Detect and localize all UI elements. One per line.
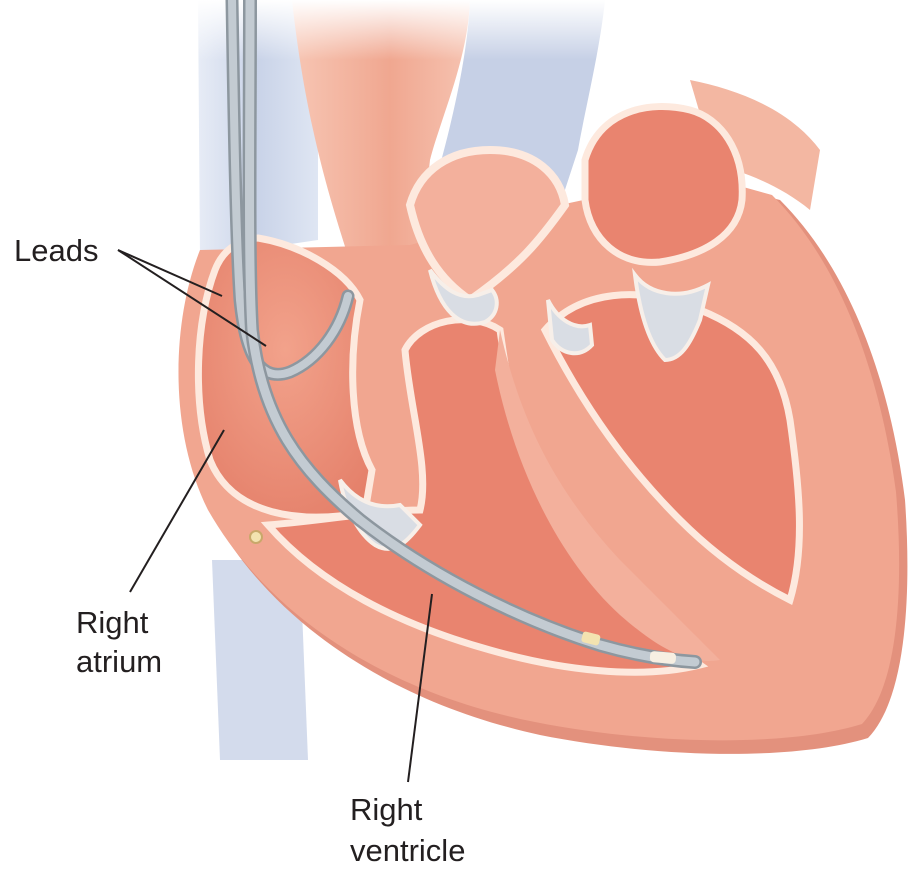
top-fade	[180, 0, 840, 60]
right-atrium-label-line1: Right	[76, 605, 149, 640]
right-ventricle-label-line2: ventricle	[350, 833, 465, 868]
ventricular-tip-electrode	[650, 651, 677, 664]
node-marker	[250, 531, 262, 543]
right-atrium-label-line2: atrium	[76, 644, 162, 679]
leads-label: Leads	[14, 233, 98, 268]
left-atrium-chamber	[585, 107, 742, 263]
right-ventricle-label-line1: Right	[350, 792, 423, 827]
